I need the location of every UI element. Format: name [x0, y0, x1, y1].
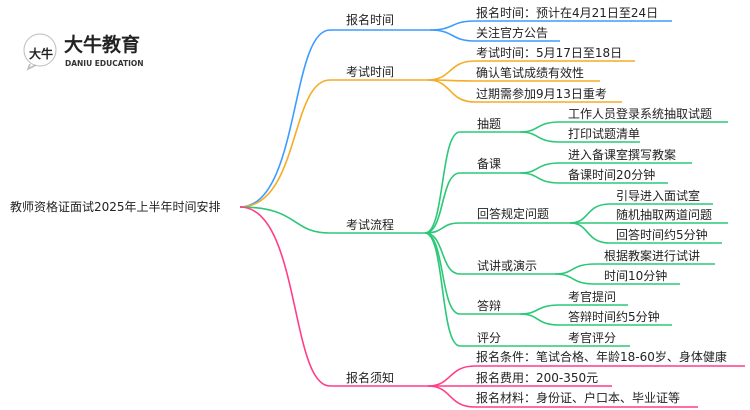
leaf[interactable]: 考试时间：5月17日至18日: [476, 45, 622, 60]
logo: 大牛 大牛教育 DANIU EDUCATION: [23, 33, 144, 71]
leaf[interactable]: 报名材料：身份证、户口本、毕业证等: [476, 390, 680, 405]
leaf[interactable]: 进入备课室撰写教案: [568, 147, 676, 162]
branch-signup-time[interactable]: 报名时间: [346, 12, 394, 27]
step-draw[interactable]: 抽题: [477, 117, 501, 131]
leaf[interactable]: 过期需参加9月13日重考: [476, 86, 607, 101]
leaf[interactable]: 考官评分: [568, 330, 616, 345]
step-defense[interactable]: 答辩: [477, 298, 501, 313]
logo-mark-text: 大牛: [29, 46, 53, 61]
leaf[interactable]: 回答时间约5分钟: [616, 227, 708, 242]
root-topic[interactable]: 教师资格证面试2025年上半年时间安排: [10, 199, 221, 214]
branch-process[interactable]: 考试流程: [346, 217, 394, 232]
leaf[interactable]: 报名条件：笔试合格、年龄18-60岁、身体健康: [476, 349, 727, 364]
leaf[interactable]: 报名费用：200-350元: [476, 370, 598, 385]
branch-exam-time[interactable]: 考试时间: [346, 64, 394, 79]
leaf[interactable]: 备课时间20分钟: [568, 167, 655, 182]
step-answer[interactable]: 回答规定问题: [477, 206, 549, 221]
leaf[interactable]: 工作人员登录系统抽取试题: [568, 106, 712, 121]
step-score[interactable]: 评分: [477, 331, 501, 345]
leaf[interactable]: 随机抽取两道问题: [616, 207, 712, 222]
leaf[interactable]: 时间10分钟: [604, 268, 667, 283]
step-prepare[interactable]: 备课: [477, 157, 501, 171]
logo-name-cn: 大牛教育: [64, 33, 140, 56]
leaf[interactable]: 打印试题清单: [568, 126, 640, 141]
leaf[interactable]: 答辩时间约5分钟: [568, 309, 660, 324]
leaf[interactable]: 根据教案进行试讲: [604, 248, 700, 263]
logo-mark-icon: [23, 33, 57, 67]
logo-name-en: DANIU EDUCATION: [65, 59, 144, 68]
step-lecture[interactable]: 试讲或演示: [477, 258, 537, 273]
leaf[interactable]: 引导进入面试室: [616, 188, 700, 203]
branch-notice[interactable]: 报名须知: [346, 370, 394, 385]
leaf[interactable]: 报名时间：预计在4月21日至24日: [476, 5, 658, 20]
leaf[interactable]: 考官提问: [568, 289, 616, 304]
leaf[interactable]: 关注官方公告: [476, 25, 548, 40]
leaf[interactable]: 确认笔试成绩有效性: [476, 65, 584, 80]
